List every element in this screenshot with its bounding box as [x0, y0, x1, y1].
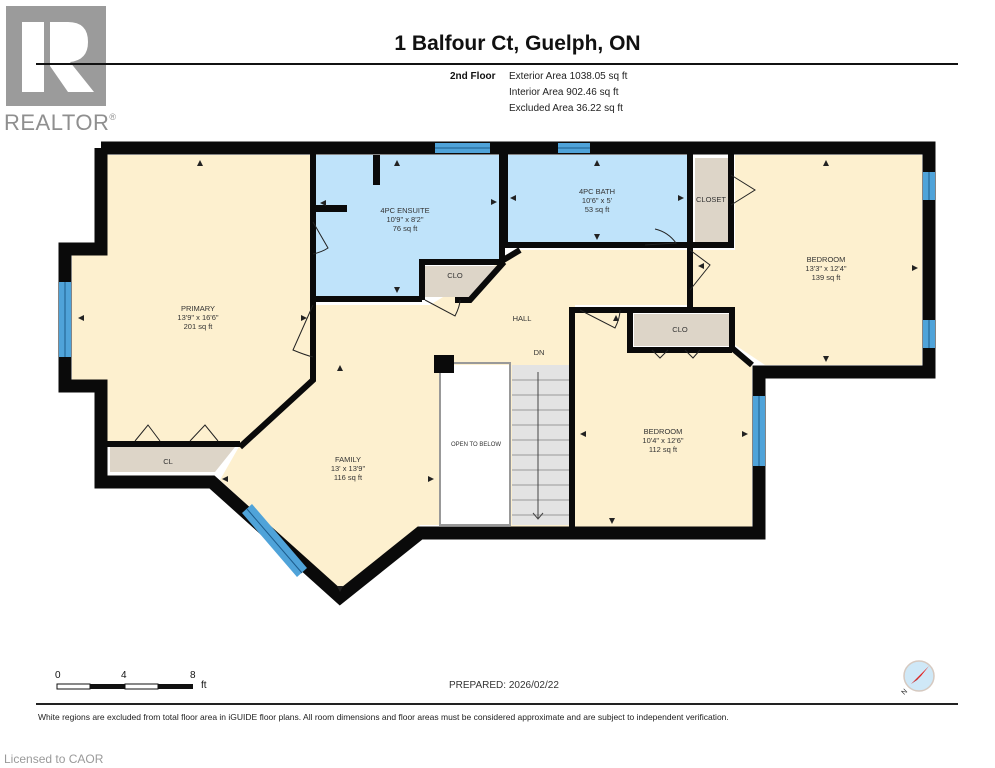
door-icon: [689, 249, 711, 291]
closet-label: CLOSET: [696, 195, 726, 204]
window-icon: [923, 172, 935, 200]
stairs-dn: DN: [534, 348, 545, 357]
registered-mark: ®: [109, 112, 117, 122]
window-icon: [923, 320, 935, 348]
license-watermark: Licensed to CAOR: [4, 752, 104, 766]
family-dims: 13' x 13'9": [331, 464, 366, 473]
closet-fill: [695, 158, 728, 242]
window-icon: [242, 504, 307, 577]
clo-ensuite-label: CLO: [447, 271, 463, 280]
door-icon: [312, 221, 329, 255]
exterior-area: Exterior Area 1038.05 sq ft: [509, 71, 628, 82]
svg-text:N: N: [901, 688, 910, 697]
ensuite-stub-wall: [373, 155, 380, 185]
clo-bedroom-label: CLO: [672, 325, 688, 334]
bedroom-2-name: BEDROOM: [644, 427, 683, 436]
bath-name: 4PC BATH: [579, 187, 615, 196]
cl-primary-fill: [110, 447, 235, 472]
room-bedroom-2: [575, 310, 752, 527]
window-icon: [753, 396, 765, 466]
door-icon: [730, 174, 756, 206]
doors: [134, 174, 756, 442]
room-labels: PRIMARY 13'9" x 16'6" 201 sq ft 4PC ENSU…: [163, 187, 847, 482]
stair-arrow-icon: [532, 372, 544, 520]
door-icon: [644, 228, 677, 246]
bedroom-1-area: 139 sq ft: [812, 273, 842, 282]
door-icon: [292, 304, 314, 358]
scale-bar-icon: [56, 683, 193, 690]
door-icon: [651, 349, 701, 359]
open-below-label: OPEN TO BELOW: [451, 442, 501, 448]
primary-dims: 13'9" x 16'6": [177, 313, 218, 322]
interior-area: Interior Area 902.46 sq ft: [509, 87, 619, 98]
bedroom-1-name: BEDROOM: [807, 255, 846, 264]
realtor-wordmark: REALTOR®: [4, 110, 117, 136]
interior-walls: [104, 152, 754, 530]
prepared-date: PREPARED: 2026/02/22: [449, 680, 559, 691]
stair-treads: [512, 379, 570, 516]
realtor-r-icon: [22, 22, 94, 92]
excluded-area: Excluded Area 36.22 sq ft: [509, 103, 623, 114]
scale-tick-0: 0: [55, 670, 61, 681]
ensuite-dims: 10'9" x 8'2": [387, 215, 424, 224]
bath-area: 53 sq ft: [585, 205, 611, 214]
footer-divider: [36, 703, 958, 705]
hall-name: HALL: [513, 314, 532, 323]
stairs: [512, 365, 570, 525]
compass-icon: N: [894, 658, 944, 705]
clo-bedroom-fill: [634, 314, 729, 346]
scale-bar: 0 4 8 ft: [55, 670, 215, 703]
room-bedroom-1: [690, 155, 922, 365]
title-divider: [36, 63, 958, 65]
scale-tick-8: 8: [190, 670, 196, 681]
window-icon: [59, 282, 71, 357]
dimension-markers: [78, 160, 918, 592]
bedroom-1-dims: 13'3" x 12'4": [805, 264, 846, 273]
room-bath: [507, 155, 687, 243]
open-below-railing: [439, 362, 511, 526]
ensuite-area: 76 sq ft: [393, 224, 419, 233]
realtor-logo: [6, 6, 106, 106]
open-to-below-area: [442, 365, 510, 525]
bedroom-2-area: 112 sq ft: [649, 445, 678, 454]
scale-tick-4: 4: [121, 670, 127, 681]
door-icon: [424, 299, 461, 317]
room-primary: [72, 155, 310, 445]
ensuite-stub-wall-2: [315, 205, 347, 212]
window-icon: [435, 143, 490, 153]
family-name: FAMILY: [335, 455, 361, 464]
post: [434, 355, 454, 373]
scale-unit: ft: [201, 680, 207, 691]
realtor-text: REALTOR: [4, 110, 110, 135]
door-icon: [579, 309, 621, 329]
clo-ensuite-fill: [425, 266, 500, 297]
bath-dims: 10'6" x 5': [582, 196, 613, 205]
primary-name: PRIMARY: [181, 304, 215, 313]
floor-label: 2nd Floor: [450, 71, 496, 82]
cl-primary-label: CL: [163, 457, 173, 466]
bedroom-2-dims: 10'4" x 12'6": [642, 436, 683, 445]
ensuite-name: 4PC ENSUITE: [380, 206, 429, 215]
family-area: 116 sq ft: [334, 473, 363, 482]
door-icon: [134, 424, 219, 442]
window-icon: [558, 143, 590, 153]
page-title: 1 Balfour Ct, Guelph, ON: [394, 32, 641, 55]
windows: [59, 143, 935, 577]
primary-area: 201 sq ft: [184, 322, 214, 331]
disclaimer: White regions are excluded from total fl…: [38, 712, 729, 722]
